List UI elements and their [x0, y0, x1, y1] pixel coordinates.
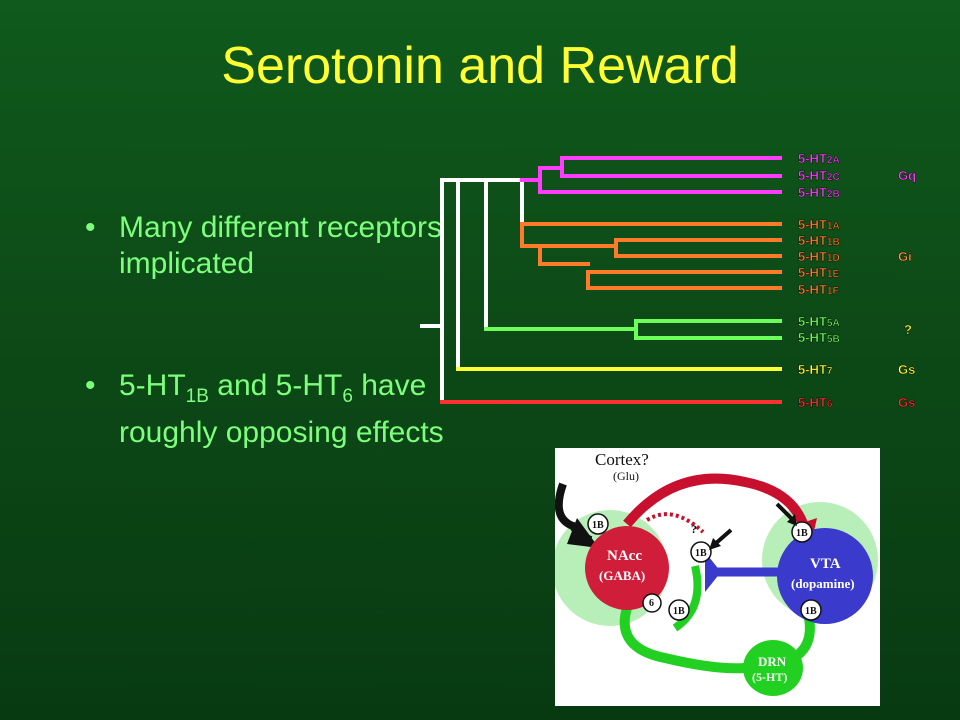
receptor-label-5ht5b: 5-HT5B [798, 330, 840, 347]
bullet-text-suffix: have roughly opposing effects [119, 369, 444, 449]
receptor-subtype: 1A [826, 221, 840, 232]
tag-1b-vta-top [791, 521, 813, 543]
receptor-name: 5-HT [798, 233, 827, 248]
receptor-subtype: 6 [826, 399, 833, 410]
receptor-label-5ht6: 5-HT6 [798, 395, 833, 412]
subscript-1b: 1B [185, 386, 209, 407]
bullet-receptors: Many different receptors implicated [85, 210, 445, 282]
drn-nacc-projection [619, 606, 746, 674]
tag-1b-cortex [587, 513, 609, 535]
drn-local-projection [672, 565, 702, 632]
arrow-vta-head [787, 514, 797, 526]
circuit-figure: Cortex? (Glu) 1B 1B 1B 6 1B 1B ? NAcc (G… [555, 448, 880, 706]
receptor-name: 5-HT [798, 362, 827, 377]
receptor-label-5ht1a: 5-HT1A [798, 217, 840, 234]
gprotein-label-gi: Gi [898, 249, 912, 264]
receptor-label-5ht1b: 5-HT1B [798, 233, 840, 250]
receptor-name: 5-HT [798, 168, 827, 183]
slide-title: Serotonin and Reward [221, 37, 739, 95]
nacc-label: NAcc [607, 548, 642, 564]
receptor-subtype: 2C [826, 172, 840, 183]
receptor-name: 5-HT [798, 217, 827, 232]
arrow-nacc-head [709, 538, 721, 550]
drn-label: DRN [758, 654, 787, 669]
tag-1b-bottom-left [668, 599, 690, 621]
receptor-name: 5-HT [798, 185, 827, 200]
receptor-label-5ht5a: 5-HT5A [798, 314, 840, 331]
nacc-nucleus [585, 526, 669, 610]
nacc-vta-projection [623, 473, 810, 532]
receptor-name: 5-HT [798, 314, 827, 329]
tag-1b-bottom-left-label: 1B [673, 606, 685, 617]
receptor-label-5ht2a: 5-HT2A [798, 151, 840, 168]
receptor-name: 5-HT [798, 151, 827, 166]
vta-label: VTA [810, 556, 841, 572]
tag-6-label: 6 [649, 598, 654, 609]
gprotein-label-gq: Gq [898, 168, 917, 183]
gprotein-label-gs-5ht7: Gs [898, 362, 916, 377]
receptor-name: 5-HT [798, 330, 827, 345]
gprotein-label-unknown: ? [904, 322, 912, 337]
receptor-subtype: 2A [826, 155, 840, 166]
cortex-label: Cortex? [595, 450, 649, 469]
vta-blue-terminal [705, 552, 721, 592]
receptor-name: 5-HT [798, 265, 827, 280]
receptor-name: 5-HT [798, 282, 827, 297]
receptor-subtype: 5A [826, 318, 840, 329]
drn-nucleus [743, 640, 803, 696]
receptor-name: 5-HT [798, 395, 827, 410]
bullet-text-middle: and 5-HT [208, 369, 343, 402]
receptor-label-5ht1d: 5-HT1D [798, 249, 840, 266]
receptor-label-5ht1f: 5-HT1F [798, 282, 839, 299]
bullet-opposing-effects: 5-HT1B and 5-HT6 have roughly opposing e… [85, 368, 445, 451]
gprotein-label-gs-5ht6: Gs [898, 395, 916, 410]
vta-nucleus [777, 528, 873, 624]
subscript-6: 6 [342, 386, 353, 407]
receptor-subtype: 1F [826, 286, 839, 297]
receptor-subtype: 1B [826, 237, 840, 248]
tree-node-5ht1 [520, 222, 542, 248]
receptor-label-5ht2b: 5-HT2B [798, 185, 840, 202]
vta-sublabel: (dopamine) [791, 576, 855, 591]
cortex-sublabel: (Glu) [613, 469, 639, 483]
receptor-subtype: 2B [826, 189, 840, 200]
receptor-label-5ht2c: 5-HT2C [798, 168, 840, 185]
dashed-arc [645, 512, 705, 534]
bullet-text-prefix: 5-HT [119, 369, 186, 402]
receptor-subtype: 7 [826, 366, 833, 377]
tag-1b-bottom-right [800, 599, 822, 621]
receptor-subtype: 5B [826, 334, 840, 345]
tree-node-2-1 [484, 178, 524, 248]
nacc-sublabel: (GABA) [599, 568, 646, 583]
tag-6 [642, 593, 662, 613]
receptor-subtype: 1E [826, 269, 840, 280]
tag-1b-cortex-label: 1B [592, 520, 604, 531]
receptor-label-5ht1e: 5-HT1E [798, 265, 840, 282]
question-mark-label: ? [691, 522, 697, 536]
cortex-terminal [567, 518, 599, 548]
tag-1b-nacc-right-label: 1B [695, 548, 707, 559]
tag-1b-vta-top-label: 1B [796, 528, 808, 539]
receptor-subtype: 1D [826, 253, 840, 264]
tag-1b-nacc-right [690, 541, 712, 563]
drn-sublabel: (5-HT) [752, 670, 788, 684]
arrow-nacc [713, 528, 733, 546]
receptor-label-5ht7: 5-HT7 [798, 362, 833, 379]
bullet-list: Many different receptors implicated 5-HT… [85, 210, 445, 451]
receptor-name: 5-HT [798, 249, 827, 264]
arrow-vta [775, 502, 795, 522]
circuit-diagram [555, 473, 878, 696]
tag-1b-bottom-right-label: 1B [805, 606, 817, 617]
